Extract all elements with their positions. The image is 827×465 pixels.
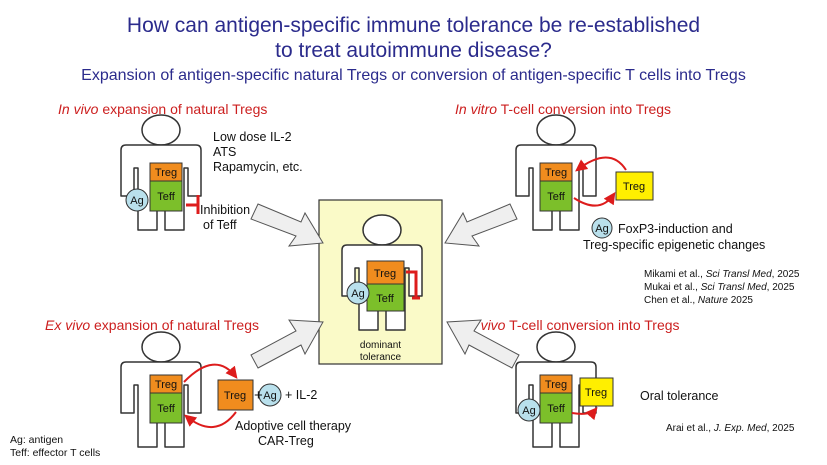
legend-teff: Teff: effector T cells bbox=[10, 447, 101, 459]
heading-top-right: In vitro T-cell conversion into Tregs bbox=[455, 101, 672, 117]
antigen-tr bbox=[591, 217, 613, 239]
legend-ag: Ag: antigen bbox=[10, 434, 64, 446]
block-arrow-top-left bbox=[250, 203, 324, 247]
treg-label: Treg bbox=[155, 167, 177, 179]
oral-conversion-arrow-icon bbox=[571, 407, 598, 421]
ag-label: Ag bbox=[351, 288, 364, 300]
reference-chen: Chen et al., Nature 2025 bbox=[644, 295, 753, 306]
teff-cell-tl bbox=[149, 180, 183, 212]
treg-label: Treg bbox=[585, 387, 607, 399]
conversion-arrow-icon bbox=[573, 192, 616, 207]
ag-label: Ag bbox=[263, 390, 276, 402]
inhibition-bar-icon bbox=[186, 195, 200, 214]
reference-mukai: Mukai et al., Sci Transl Med, 2025 bbox=[644, 282, 795, 293]
heading-bottom-left: Ex vivo expansion of natural Tregs bbox=[45, 317, 260, 333]
teff-label: Teff bbox=[376, 293, 394, 305]
treatment-il2: Low dose IL-2 bbox=[213, 130, 292, 144]
adoptive-therapy-label: Adoptive cell therapy bbox=[235, 419, 352, 433]
treg-label: Treg bbox=[374, 268, 396, 280]
foxp3-note-2: Treg-specific epigenetic changes bbox=[583, 238, 766, 252]
teff-cell-center bbox=[366, 283, 405, 312]
car-treg-label: CAR-Treg bbox=[258, 434, 314, 448]
teff-label: Teff bbox=[547, 191, 565, 203]
treg-label: Treg bbox=[545, 167, 567, 179]
converted-treg-br bbox=[579, 377, 614, 407]
ag-label: Ag bbox=[522, 405, 535, 417]
antigen-bl bbox=[258, 383, 282, 407]
inhibition-label-1: Inhibition bbox=[200, 203, 251, 217]
subtitle: Expansion of antigen-specific natural Tr… bbox=[81, 67, 746, 84]
teff-label: Teff bbox=[547, 403, 565, 415]
inhibition-label-2: of Teff bbox=[203, 218, 237, 232]
treg-label: Treg bbox=[623, 181, 645, 193]
oral-tolerance-label: Oral tolerance bbox=[640, 389, 719, 403]
reference-arai: Arai et al., J. Exp. Med, 2025 bbox=[666, 423, 795, 434]
treg-label: Treg bbox=[545, 379, 567, 391]
center-label-2: tolerance bbox=[359, 352, 402, 363]
block-arrow-bottom-right bbox=[446, 319, 520, 369]
title-line1: How can antigen-specific immune toleranc… bbox=[126, 14, 701, 37]
treatment-ats: ATS bbox=[213, 145, 237, 159]
teff-cell-bl bbox=[149, 392, 183, 424]
plus-sign: + bbox=[254, 387, 263, 404]
reference-mikami: Mikami et al., Sci Transl Med, 2025 bbox=[644, 269, 800, 280]
treg-label: Treg bbox=[224, 390, 246, 402]
treg-label: Treg bbox=[155, 379, 177, 391]
heading-top-left: In vivo expansion of natural Tregs bbox=[58, 101, 268, 117]
block-arrow-top-right bbox=[444, 203, 518, 247]
antigen-center bbox=[346, 281, 370, 305]
teff-label: Teff bbox=[157, 403, 175, 415]
reinfuse-arrow-icon bbox=[184, 411, 237, 429]
return-arrow-icon bbox=[575, 156, 627, 172]
antigen-tl bbox=[125, 188, 149, 212]
teff-cell-tr bbox=[539, 180, 573, 212]
teff-label: Teff bbox=[157, 191, 175, 203]
ag-label: Ag bbox=[130, 195, 143, 207]
antigen-br bbox=[517, 398, 541, 422]
ag-label: Ag bbox=[595, 223, 608, 235]
il2-label: + IL-2 bbox=[285, 388, 318, 402]
expanded-treg-bl bbox=[217, 379, 254, 411]
title-line2: to treat autoimmune disease? bbox=[275, 39, 552, 62]
foxp3-note-1: FoxP3-induction and bbox=[618, 222, 733, 236]
center-label-1: dominant bbox=[359, 340, 402, 351]
treatment-rapamycin: Rapamycin, etc. bbox=[213, 160, 303, 174]
converted-treg-tr bbox=[615, 171, 654, 201]
block-arrow-bottom-left bbox=[250, 319, 324, 369]
extract-arrow-icon bbox=[183, 363, 238, 383]
suppression-bracket-icon bbox=[406, 270, 420, 300]
